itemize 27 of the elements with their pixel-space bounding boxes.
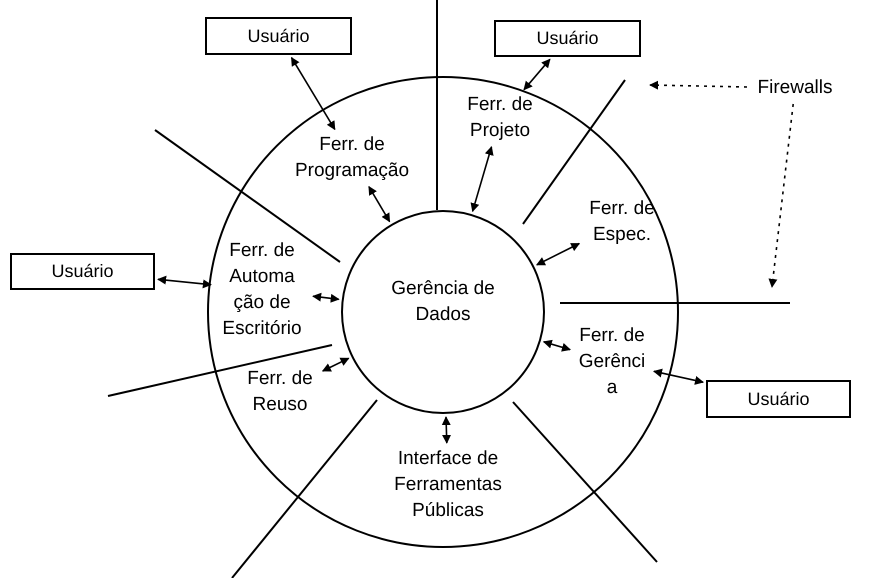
dotted-arrow (768, 104, 794, 288)
double-arrow (290, 56, 336, 130)
tool-label: Ferr. de Automa ção de Escritório (214, 238, 310, 342)
outer-ring (207, 76, 679, 548)
double-arrow (157, 276, 212, 288)
tool-label: Ferr. de Reuso (240, 366, 320, 418)
user-box: Usuário (494, 20, 641, 57)
circle-label: Gerência de Dados (390, 277, 496, 327)
tool-label: Ferr. de Gerênci a (573, 323, 651, 401)
double-arrow (442, 416, 452, 444)
tool-label: Ferr. de Projeto (460, 92, 540, 144)
tool-label: Ferr. de Programação (290, 132, 414, 184)
double-arrow (322, 358, 350, 372)
user-box: Usuário (205, 17, 352, 55)
double-arrow (653, 368, 704, 385)
double-arrow (470, 146, 494, 212)
double-arrow (312, 292, 340, 303)
double-arrow (542, 340, 571, 352)
user-box: Usuário (706, 380, 851, 418)
dotted-arrow (649, 80, 748, 90)
tool-label: Interface de Ferramentas Públicas (373, 446, 523, 524)
inner-circle (341, 210, 545, 414)
double-arrow (368, 186, 390, 222)
double-arrow (536, 242, 580, 266)
caption-text: Firewalls (750, 75, 840, 101)
double-arrow (523, 58, 550, 90)
user-box: Usuário (10, 253, 155, 290)
